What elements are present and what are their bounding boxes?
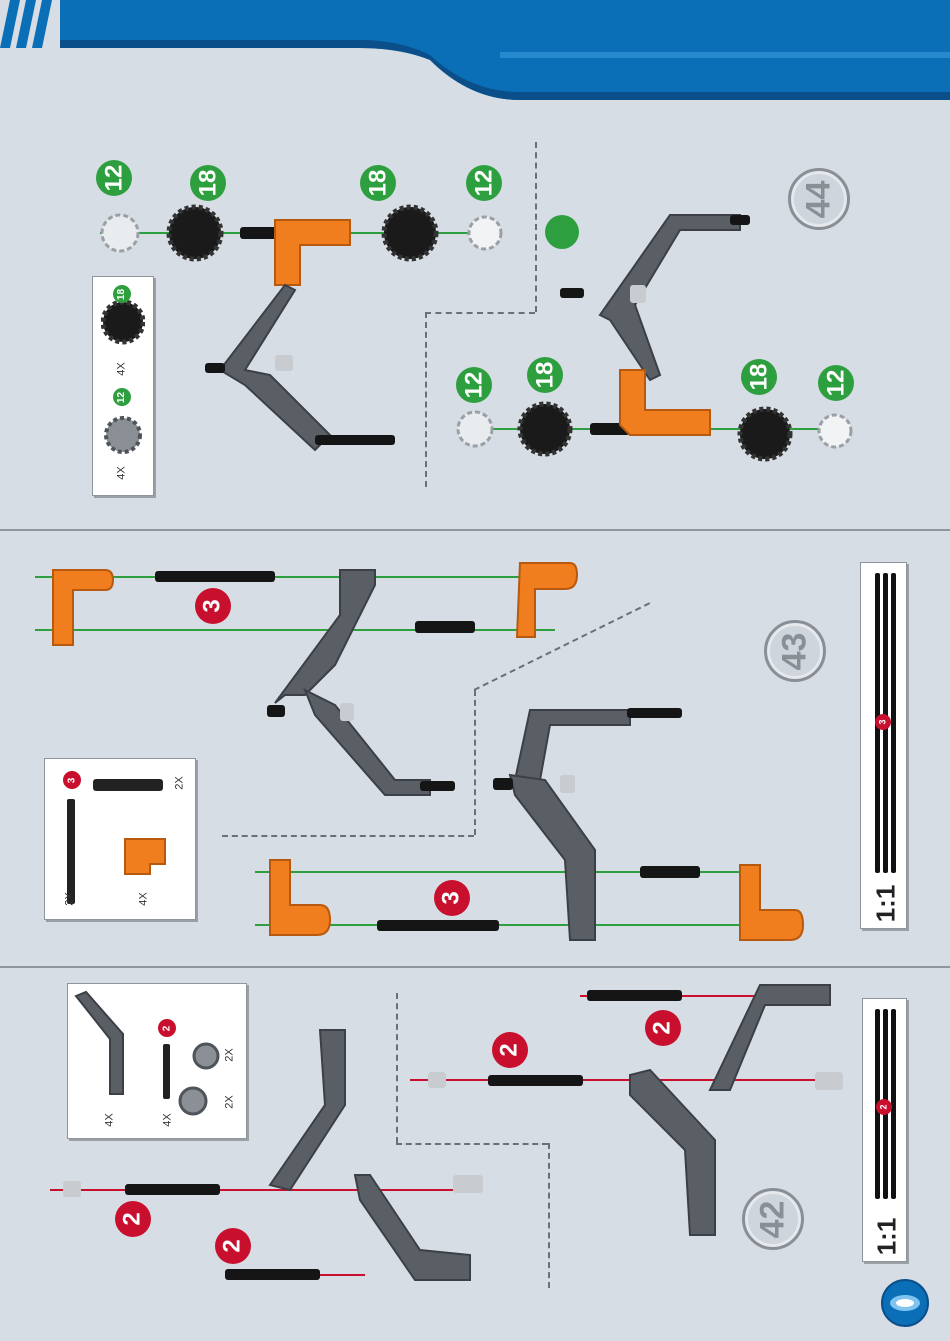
scale43-groove-3: [891, 573, 896, 873]
parts43-qty-connector: 2X: [173, 777, 186, 789]
badge-left-18: 18: [190, 165, 226, 201]
divider-2: [0, 966, 950, 968]
divider-1: [0, 529, 950, 531]
step43-parts-box: 3 2X 2X 4X: [44, 758, 196, 920]
parts-qty-12: 4X: [115, 467, 128, 479]
step42-left-assembly: [45, 1025, 495, 1290]
badge-step42-d: 2: [215, 1228, 251, 1264]
step43-scale-box: 3 1:1: [860, 562, 907, 929]
step44-parts-box: 18 4X 12 4X: [92, 276, 154, 496]
badge-step42-a: 2: [492, 1032, 528, 1068]
badge-step43-bottom-3: 3: [434, 880, 470, 916]
badge-right-12: 12: [466, 165, 502, 201]
badge-step42-c: 2: [115, 1201, 151, 1237]
scale42-badge: 2: [876, 1099, 892, 1115]
badge-step42-b: 2: [645, 1010, 681, 1046]
parts-badge-18: 18: [113, 285, 131, 303]
badge-right-18: 18: [360, 165, 396, 201]
step43-bottom-assembly: [255, 700, 815, 950]
badge-lower-12-right: 12: [818, 365, 854, 401]
parts43-qty-axle: 2X: [63, 893, 76, 905]
scale43-badge: 3: [875, 714, 891, 730]
scale42-groove-3: [891, 1009, 896, 1199]
badge-step43-top-3: 3: [195, 588, 231, 624]
scale43-label: 1:1: [867, 888, 905, 919]
parts43-qty-beam: 4X: [137, 893, 150, 905]
badge-left-12: 12: [96, 160, 132, 196]
badge-lower-12-left: 12: [456, 367, 492, 403]
header-banner: [0, 0, 950, 100]
brand-logo-icon: [880, 1278, 930, 1328]
step-number-43: 43: [764, 620, 826, 682]
step42-scale-box: 2 1:1: [862, 998, 907, 1262]
scale42-label: 1:1: [868, 1221, 906, 1252]
parts-badge-12: 12: [113, 388, 131, 406]
badge-lower-18-right: 18: [741, 359, 777, 395]
parts43-badge: 3: [63, 771, 81, 789]
parts-qty-18: 4X: [115, 363, 128, 375]
step44-right-assembly: [450, 205, 860, 465]
badge-lower-18-left: 18: [527, 357, 563, 393]
